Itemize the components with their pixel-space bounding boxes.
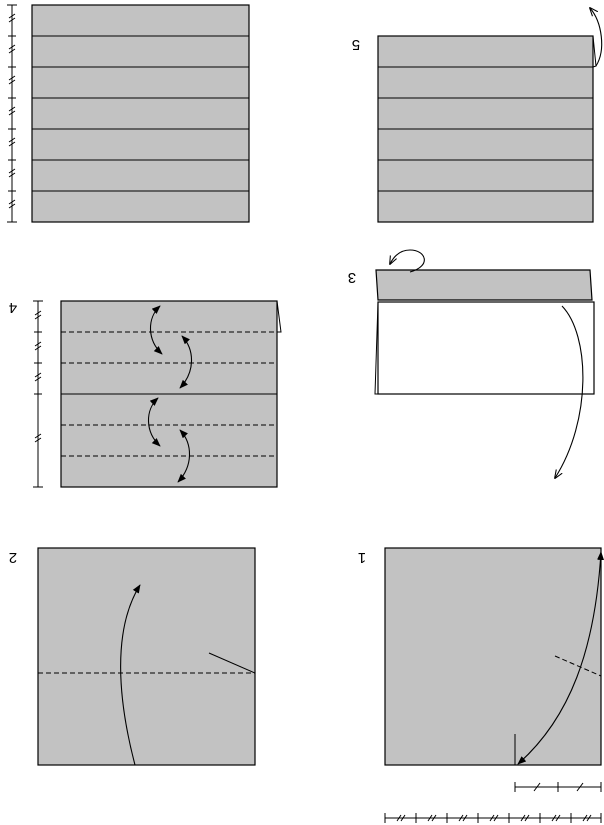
step-2-paper [37, 547, 256, 766]
final-pleat-lines [32, 35, 249, 192]
step-4-fold-arrows [147, 305, 193, 483]
step-1-number: 1 [358, 549, 366, 566]
step-1-paper [384, 547, 602, 766]
step-1-short-scale [514, 782, 602, 792]
step-3-back-layer [377, 301, 595, 395]
step-4: 4 [9, 299, 282, 488]
step-5-number: 5 [352, 36, 360, 53]
step-4-fold-lines [61, 331, 277, 457]
step-5-pleat-lines [378, 66, 593, 192]
step-3: 3 [348, 249, 595, 478]
step-3-turn-over-arrow [390, 249, 425, 273]
step-2: 2 [9, 547, 256, 766]
step-2-reference-mark [208, 652, 256, 674]
step-1-fold-arrow [517, 551, 604, 765]
step-5: 5 [352, 8, 603, 223]
step-3-unfold-arrow [555, 305, 584, 478]
final-result [7, 4, 250, 223]
step-1: 1 [358, 547, 604, 823]
step-4-edge-flap [276, 300, 282, 333]
step-3-number: 3 [348, 269, 356, 286]
step-5-turn-arrow [590, 8, 603, 67]
step-1-long-scale [384, 813, 602, 823]
step-4-measure-scale [33, 300, 43, 488]
step-2-number: 2 [9, 549, 17, 566]
final-measure-scale [7, 4, 17, 223]
step-2-fold-up-arrow [120, 584, 141, 766]
step-3-back-edge [374, 301, 379, 395]
step-3-folded-strip [375, 269, 593, 301]
step-4-number: 4 [9, 299, 17, 316]
final-pleated-strip [31, 4, 250, 223]
